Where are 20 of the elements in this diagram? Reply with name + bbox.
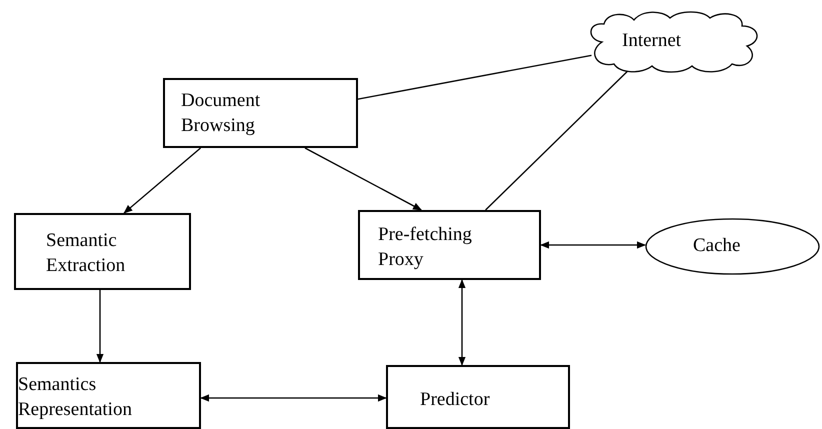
- process-box: [358, 210, 541, 280]
- node-label: Document Browsing: [181, 89, 262, 138]
- node-label: Predictor: [420, 388, 491, 412]
- node-label: Semantics Representation: [18, 373, 133, 422]
- process-box: [14, 213, 191, 290]
- node-label: Internet: [622, 29, 682, 53]
- arrow: [123, 148, 202, 214]
- process-box: [386, 365, 570, 429]
- arrow: [304, 147, 422, 211]
- ellipse-shape: [645, 218, 820, 275]
- arrow: [96, 290, 104, 363]
- connector-line: [358, 54, 592, 100]
- arrow: [458, 279, 466, 366]
- process-box: [163, 78, 358, 148]
- arrow: [540, 241, 646, 249]
- node-label: Semantic Extraction: [46, 229, 126, 278]
- arrow: [200, 394, 387, 402]
- node-label: Pre-fetching Proxy: [378, 223, 473, 272]
- node-label: Cache: [693, 234, 742, 258]
- process-box: [16, 362, 201, 429]
